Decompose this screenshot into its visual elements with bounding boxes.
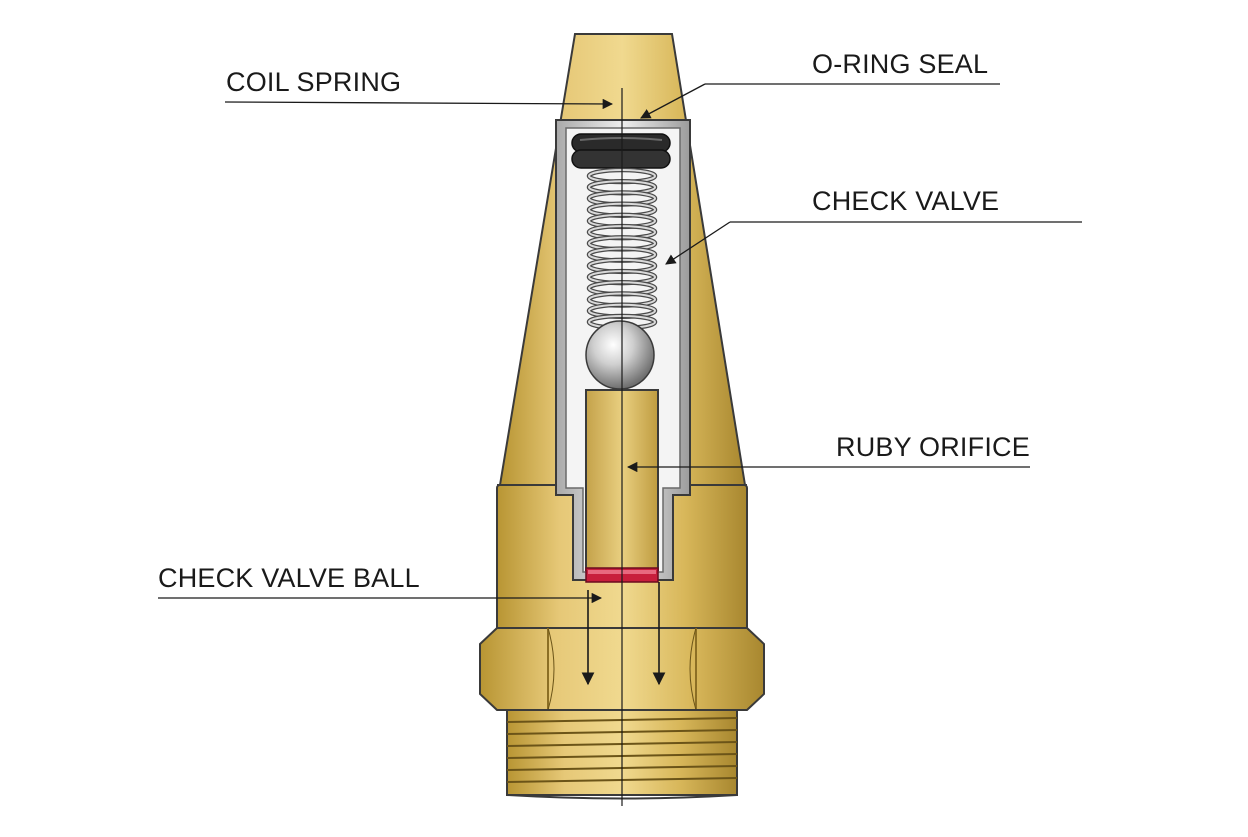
callout-o-ring-seal: O-RING SEAL [640, 49, 1000, 119]
flow-arrows [581, 582, 666, 686]
label-ruby-orifice: RUBY ORIFICE [836, 432, 1030, 462]
label-check-valve-ball: CHECK VALVE BALL [158, 563, 420, 593]
label-check-valve: CHECK VALVE [812, 186, 999, 216]
o-ring [571, 133, 671, 169]
check-valve-ball-shape [585, 320, 655, 390]
callout-ruby-orifice: RUBY ORIFICE [626, 432, 1030, 473]
callout-check-valve: CHECK VALVE [665, 186, 1082, 265]
callout-check-valve-ball: CHECK VALVE BALL [158, 563, 603, 604]
label-o-ring-seal: O-RING SEAL [812, 49, 988, 79]
label-coil-spring: COIL SPRING [226, 67, 401, 97]
callout-coil-spring: COIL SPRING [224, 67, 614, 110]
